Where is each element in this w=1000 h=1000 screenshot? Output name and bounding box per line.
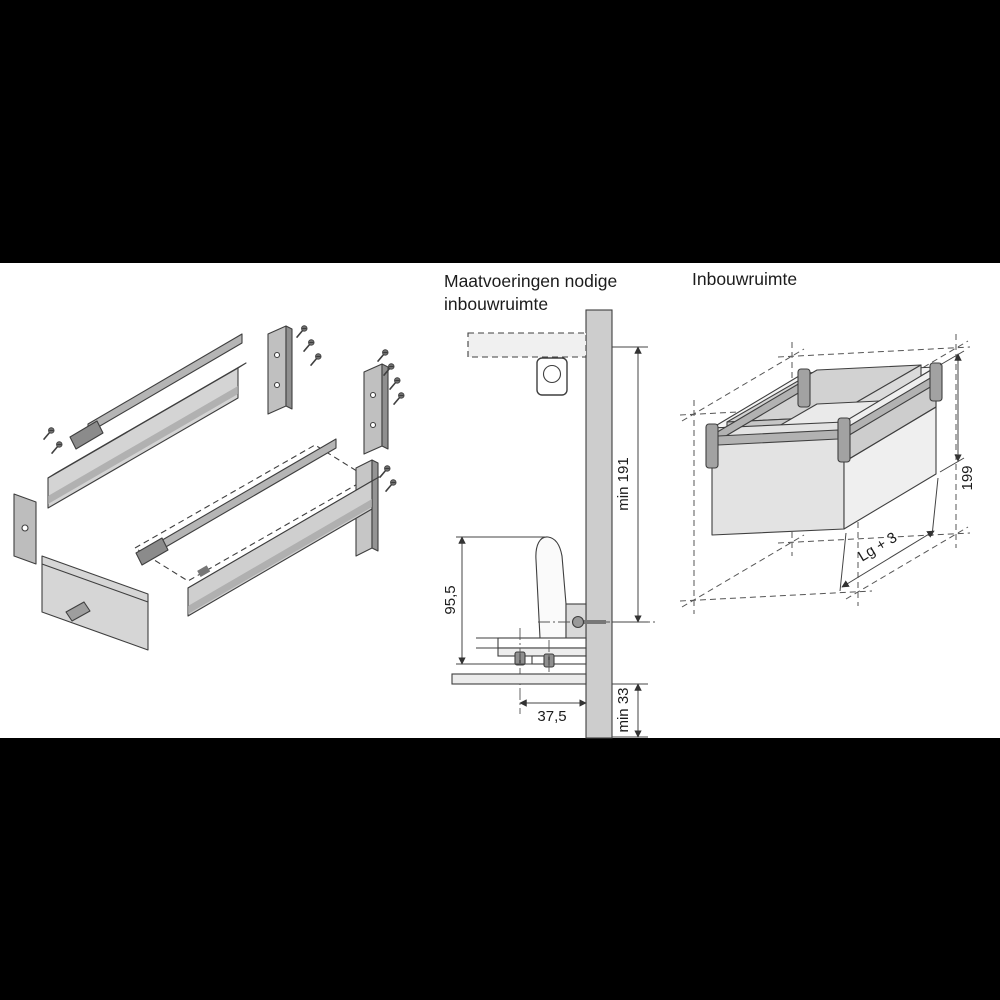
corner-posts [705,362,943,469]
top-structure-dashed [467,332,587,358]
dim-lg-plus-3 [839,477,939,592]
gallery-rod-center [135,438,337,566]
right-title: Inbouwruimte [692,269,797,289]
cabinet-bottom-shelf [451,673,587,685]
gallery-rod-top [69,333,243,450]
rod-holder-section [536,357,568,396]
dim-199-label: 199 [959,465,976,490]
dim-min-191 [612,346,648,623]
drawer-profile-section [476,536,587,665]
dim-95-5 [456,536,546,665]
dim-37-5-label: 37,5 [537,708,566,725]
drawer-side-left [47,362,247,509]
cabinet-side-panel [585,309,613,739]
front-fixing-bracket [13,493,37,565]
dim-199 [939,350,965,473]
dim-lg-plus-3-label: Lg + 3 [855,529,900,565]
bottom-clip [65,601,91,622]
dim-min-33 [612,683,648,738]
section-view-diagram [451,309,658,739]
drawer-box [711,364,937,536]
drawer-side-right [187,476,380,617]
back-bracket-left [267,325,293,415]
dim-min-33-label: min 33 [615,687,632,732]
dim-95-5-label: 95,5 [442,585,459,614]
back-bracket-right [363,363,389,455]
isometric-view-diagram [679,334,971,614]
exploded-view-diagram [13,323,407,651]
middle-title-line2: inbouwruimte [444,294,548,314]
panel-screw [538,615,658,629]
front-panel [41,555,149,651]
dim-min-191-label: min 191 [615,457,632,510]
middle-title-line1: Maatvoeringen nodige [444,271,617,291]
